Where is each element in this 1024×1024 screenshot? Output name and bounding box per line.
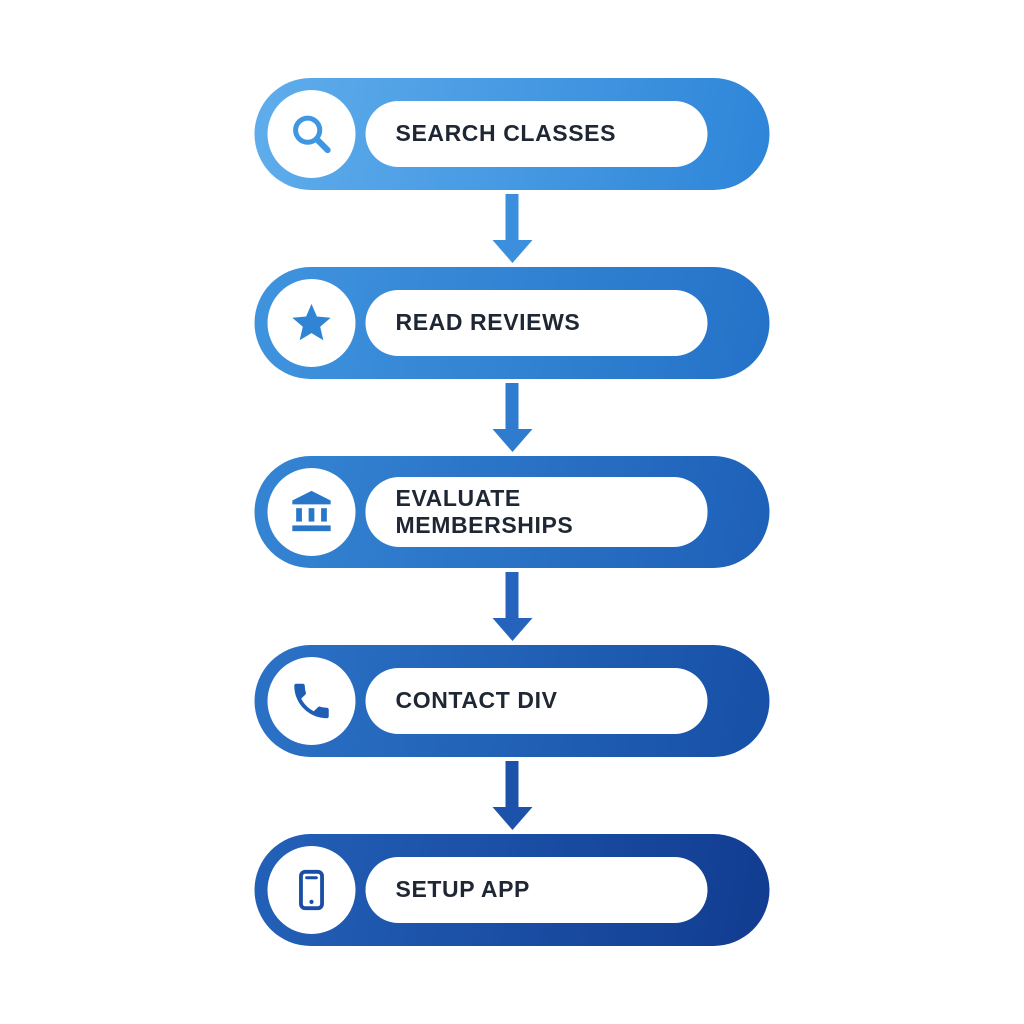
down-arrow — [492, 761, 532, 830]
down-arrow — [492, 383, 532, 452]
step-label-box: SEARCH CLASSES — [365, 101, 708, 167]
arrow-stem — [505, 383, 519, 429]
step-label-box: SETUP APP — [365, 857, 708, 923]
arrow-stem — [505, 194, 519, 240]
step-label: EVALUATE MEMBERSHIPS — [395, 484, 574, 538]
step-icon-circle — [267, 846, 356, 934]
step-contact-div: CONTACT DIV — [254, 645, 770, 757]
down-arrow — [492, 572, 532, 641]
search-icon — [289, 111, 335, 157]
step-label: READ REVIEWS — [395, 309, 581, 336]
step-icon-circle — [267, 468, 356, 556]
arrow-head — [492, 807, 532, 830]
step-icon-circle — [267, 657, 356, 745]
step-evaluate-memberships: EVALUATE MEMBERSHIPS — [254, 456, 770, 568]
step-icon-circle — [267, 90, 356, 178]
arrow-stem — [505, 572, 519, 618]
flowchart: SEARCH CLASSES READ REVIEWS — [254, 78, 770, 946]
step-label-box: EVALUATE MEMBERSHIPS — [365, 476, 708, 548]
step-search-classes: SEARCH CLASSES — [254, 78, 770, 190]
arrow-stem — [505, 761, 519, 807]
step-label: SEARCH CLASSES — [395, 120, 617, 147]
step-label: CONTACT DIV — [395, 687, 558, 714]
step-setup-app: SETUP APP — [254, 834, 770, 946]
arrow-head — [492, 240, 532, 263]
step-read-reviews: READ REVIEWS — [254, 267, 770, 379]
step-icon-circle — [267, 279, 356, 367]
step-label-box: CONTACT DIV — [365, 668, 708, 734]
arrow-head — [492, 618, 532, 641]
arrow-head — [492, 429, 532, 452]
phone-icon — [289, 678, 335, 724]
down-arrow — [492, 194, 532, 263]
smartphone-icon — [289, 867, 335, 913]
star-icon — [289, 300, 335, 346]
step-label: SETUP APP — [395, 876, 530, 903]
step-label-box: READ REVIEWS — [365, 290, 708, 356]
bank-icon — [289, 489, 335, 535]
